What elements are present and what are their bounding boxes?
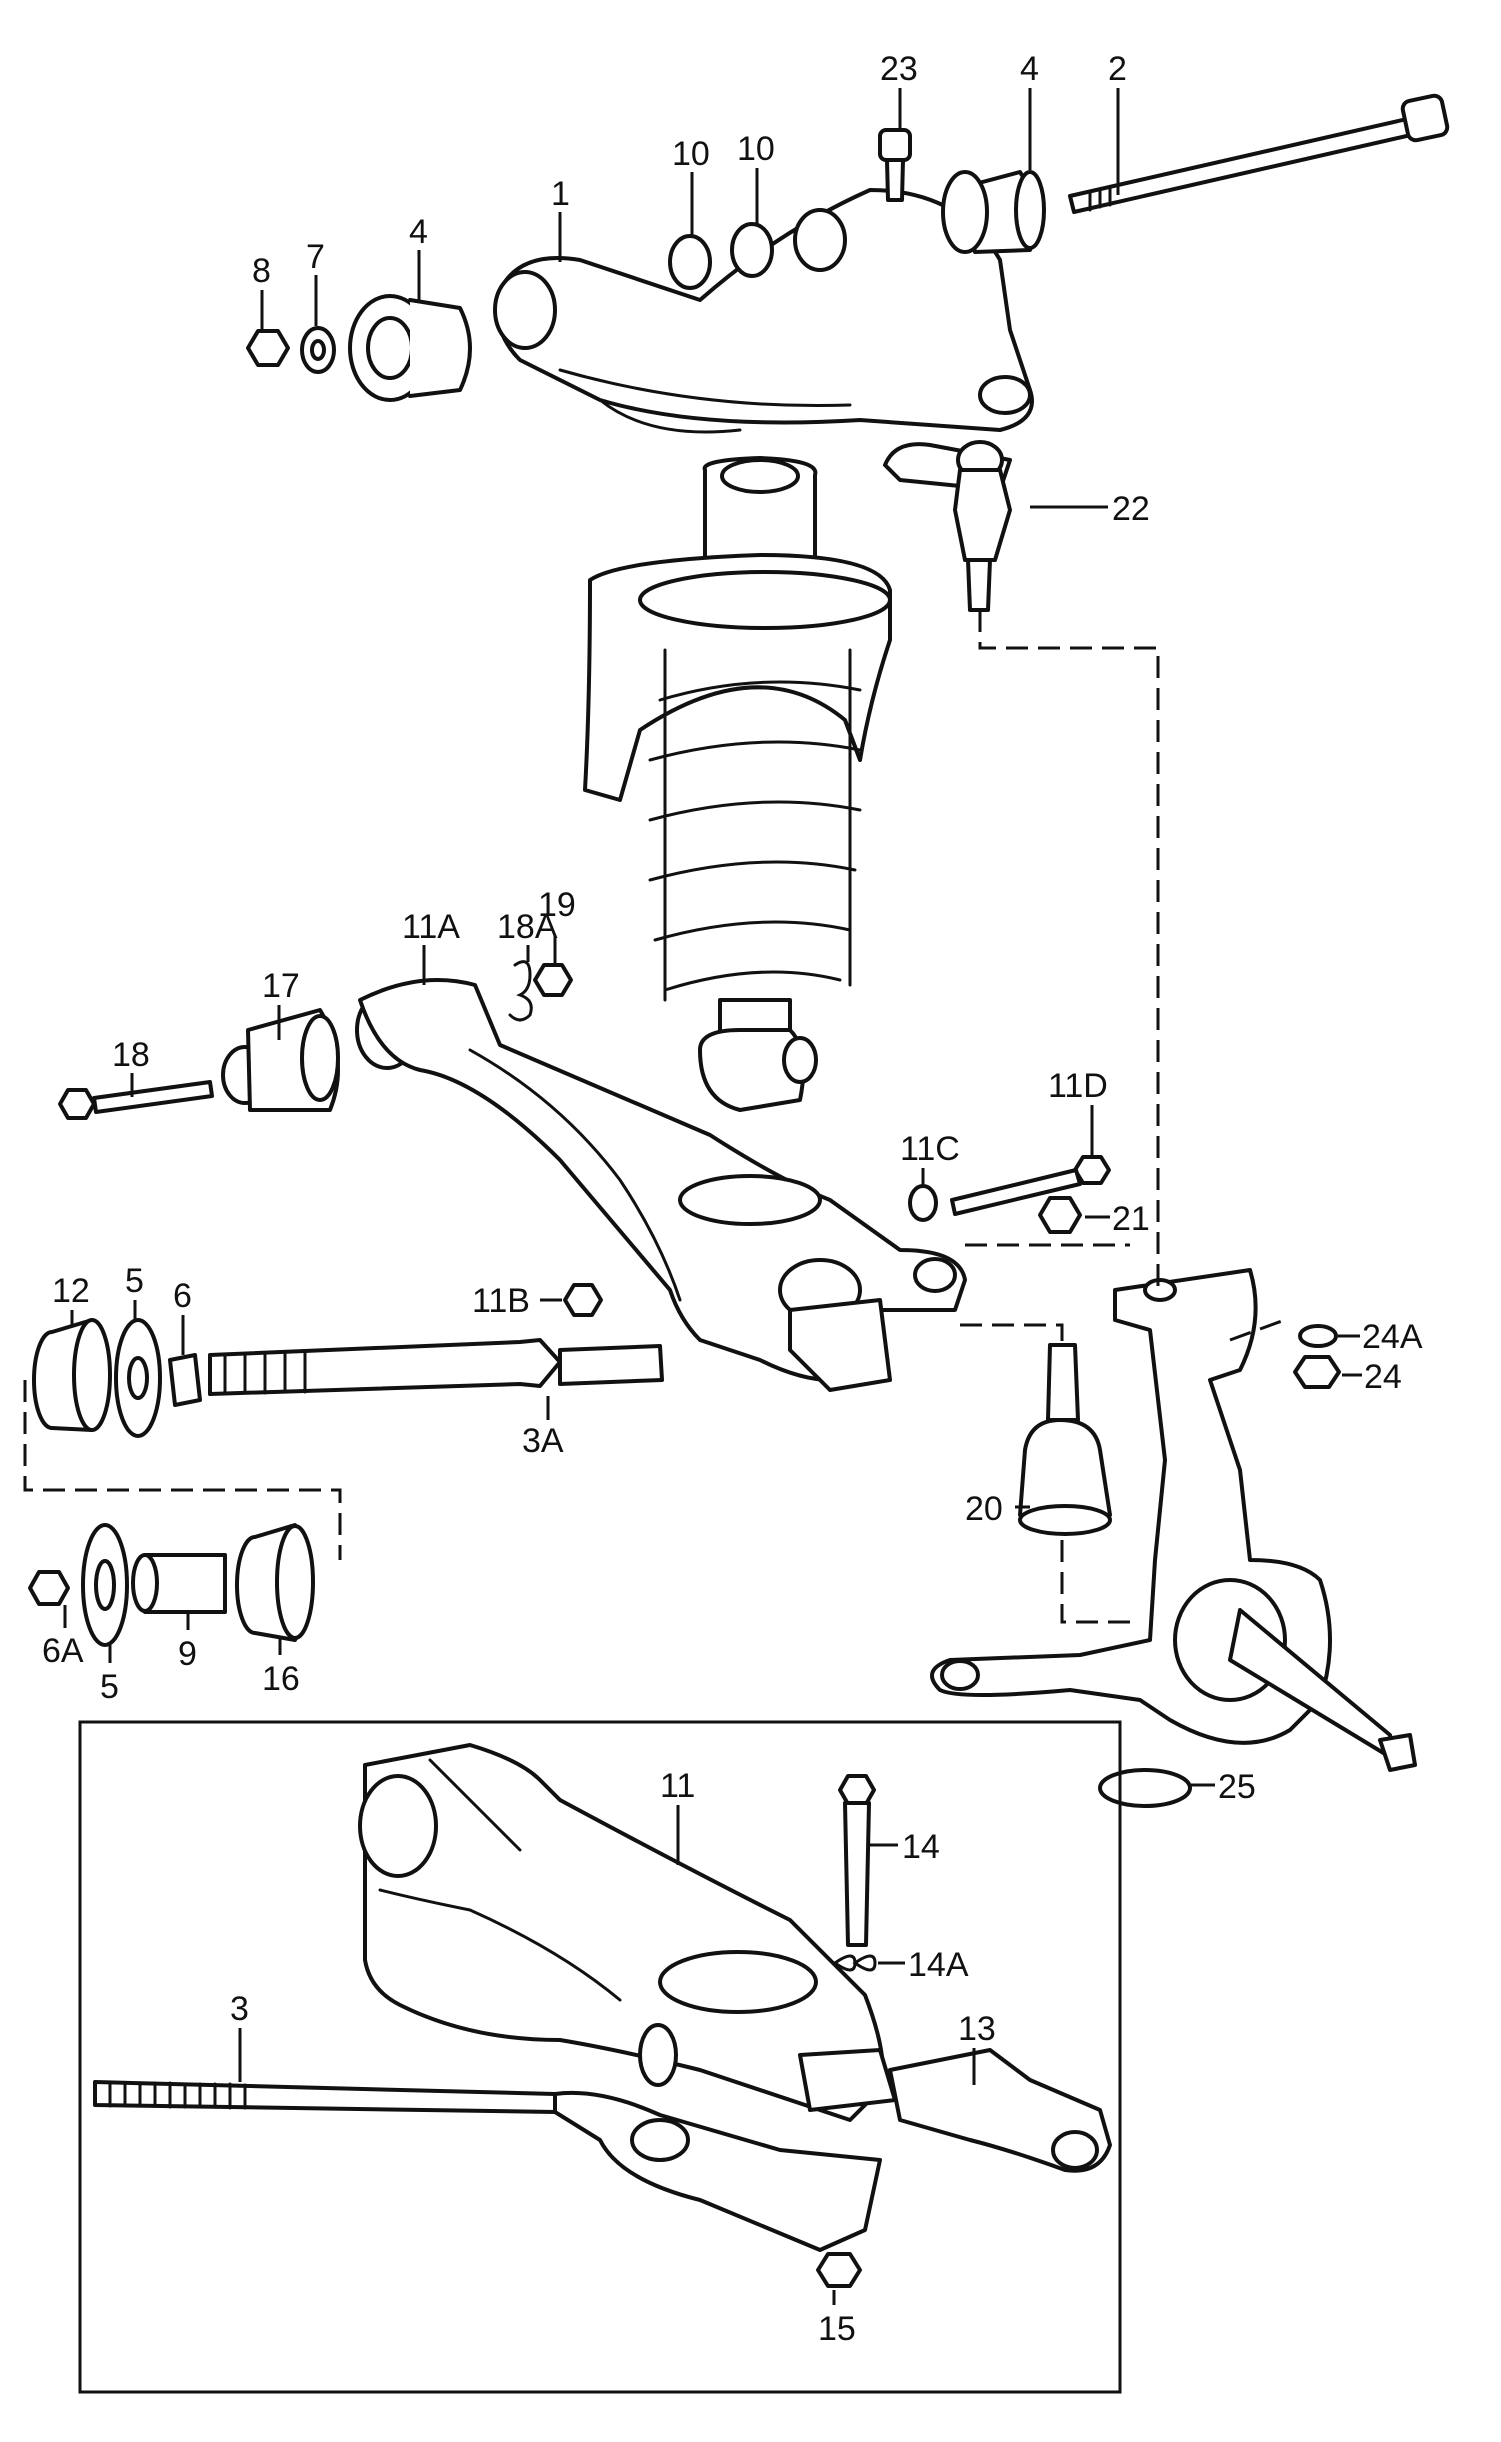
bolt-2 bbox=[1068, 93, 1450, 214]
callout-11: 11 bbox=[660, 1767, 695, 1805]
callout-4-left: 4 bbox=[409, 213, 428, 251]
leader-lines bbox=[63, 88, 1362, 2305]
nut-11B bbox=[563, 1283, 603, 1317]
callout-5-bottom: 5 bbox=[100, 1668, 119, 1706]
assembly-line-22-knuckle bbox=[978, 610, 1160, 1290]
bushing-4-right bbox=[941, 170, 1046, 254]
callout-10-left: 10 bbox=[672, 135, 710, 173]
callout-11A: 11A bbox=[402, 908, 460, 946]
pin-18A bbox=[508, 960, 533, 1022]
bolt-18 bbox=[58, 1080, 214, 1120]
callout-2: 2 bbox=[1108, 50, 1127, 88]
nut-21 bbox=[1038, 1196, 1082, 1234]
ball-joint-22 bbox=[883, 440, 1012, 612]
bolt-23 bbox=[878, 128, 912, 202]
washer-5-bottom bbox=[81, 1523, 129, 1647]
callout-13: 13 bbox=[958, 2010, 996, 2048]
callout-22: 22 bbox=[1112, 490, 1150, 528]
bolt-14 bbox=[838, 1774, 876, 1947]
callout-9: 9 bbox=[178, 1635, 197, 1673]
sleeve-9 bbox=[131, 1553, 227, 1614]
callout-25: 25 bbox=[1218, 1768, 1256, 1806]
callout-19: 19 bbox=[538, 886, 576, 924]
callout-24A: 24A bbox=[1362, 1318, 1423, 1356]
callout-1: 1 bbox=[551, 175, 570, 213]
assembly-line-20-knuckle bbox=[1060, 1540, 1140, 1624]
washer-24A bbox=[1298, 1324, 1338, 1348]
callout-7: 7 bbox=[306, 238, 325, 276]
nut-8 bbox=[246, 329, 290, 367]
strut-rod-3 bbox=[93, 2080, 882, 2252]
callout-4-right: 4 bbox=[1020, 50, 1039, 88]
lower-arm-11 bbox=[358, 1743, 897, 2122]
callout-11C: 11C bbox=[900, 1130, 960, 1168]
steering-knuckle bbox=[930, 1268, 1417, 1772]
lower-arm-11A bbox=[355, 978, 967, 1392]
clamp-13 bbox=[888, 2048, 1112, 2173]
callout-23: 23 bbox=[880, 50, 918, 88]
strut-rod-3A bbox=[208, 1338, 664, 1396]
callout-labels: 1 2 4 4 7 8 10 10 23 22 11A 17 18 18A 19… bbox=[42, 50, 1423, 2348]
callout-21: 21 bbox=[1112, 1200, 1150, 1238]
bushing-12 bbox=[32, 1318, 112, 1432]
callout-17: 17 bbox=[262, 967, 300, 1005]
callout-16: 16 bbox=[262, 1660, 300, 1698]
assembly-line-arm-20 bbox=[960, 1323, 1064, 1345]
ball-joint-20 bbox=[1018, 1343, 1112, 1536]
callout-11D: 11D bbox=[1048, 1067, 1108, 1105]
nut-6A bbox=[28, 1570, 70, 1606]
callout-15: 15 bbox=[818, 2310, 856, 2348]
callout-10-right: 10 bbox=[737, 130, 775, 168]
seal-25 bbox=[1098, 1768, 1192, 1808]
bolt-11D bbox=[950, 1155, 1111, 1216]
washer-5-top bbox=[114, 1318, 162, 1438]
callout-5-top: 5 bbox=[125, 1262, 144, 1300]
callout-24: 24 bbox=[1364, 1358, 1402, 1396]
inset-frame bbox=[78, 1720, 1122, 2394]
callout-14: 14 bbox=[902, 1828, 940, 1866]
nut-6 bbox=[168, 1353, 202, 1407]
shock-absorber-spring bbox=[583, 456, 892, 1112]
callout-8: 8 bbox=[252, 252, 271, 290]
nut-19 bbox=[533, 963, 573, 997]
callout-11B: 11B bbox=[472, 1282, 530, 1320]
callout-18: 18 bbox=[112, 1036, 150, 1074]
callout-3: 3 bbox=[230, 1990, 249, 2028]
callout-12: 12 bbox=[52, 1272, 90, 1310]
assembly-line-12-16 bbox=[23, 1380, 342, 1560]
washers-10 bbox=[668, 222, 774, 290]
washer-14A bbox=[832, 1954, 877, 1972]
callout-6A: 6A bbox=[42, 1632, 84, 1670]
assembly-line-knuckle-24 bbox=[1229, 1316, 1291, 1342]
callout-6: 6 bbox=[173, 1277, 192, 1315]
callout-20: 20 bbox=[965, 1490, 1003, 1528]
bushing-16 bbox=[235, 1523, 315, 1642]
washer-11C bbox=[908, 1184, 938, 1222]
bushing-17 bbox=[221, 1008, 340, 1112]
callout-18A: 18A bbox=[497, 908, 558, 946]
washer-7 bbox=[300, 326, 336, 374]
upper-control-arm bbox=[493, 188, 1034, 434]
nut-24 bbox=[1293, 1355, 1341, 1389]
nut-15 bbox=[816, 2252, 862, 2288]
bushing-4-left bbox=[348, 294, 472, 402]
callout-14A: 14A bbox=[908, 1946, 969, 1984]
callout-3A: 3A bbox=[522, 1422, 564, 1460]
